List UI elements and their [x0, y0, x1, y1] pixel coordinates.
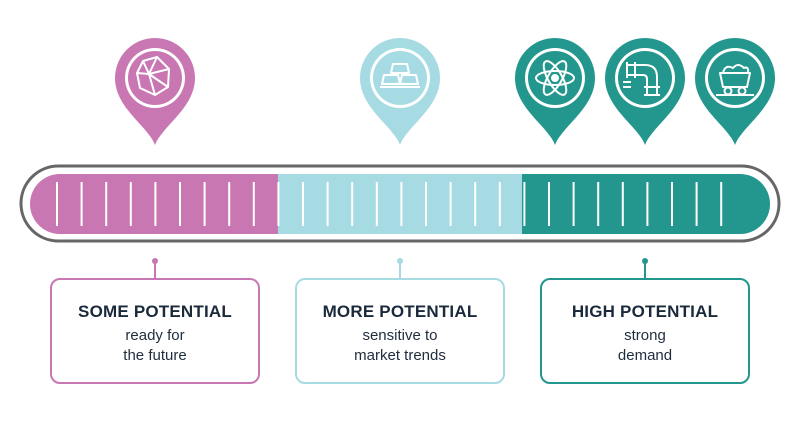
connectors — [152, 258, 648, 278]
pipes-icon — [623, 62, 660, 96]
card-description-line: strong — [624, 327, 666, 344]
card-description-line: demand — [617, 347, 673, 364]
card-some-potential: SOME POTENTIAL ready for the future — [50, 278, 260, 384]
marker-pin-cart — [695, 38, 775, 145]
card-title: HIGH POTENTIAL — [571, 302, 719, 321]
card-title: SOME POTENTIAL — [78, 302, 232, 321]
bar-segment-some — [30, 174, 278, 234]
marker-pin-pipes — [605, 38, 685, 145]
card-description-line: the future — [123, 347, 187, 364]
bar-segment-more — [278, 174, 522, 234]
potential-bar — [19, 164, 781, 243]
card-high-potential: HIGH POTENTIAL strong demand — [540, 278, 750, 384]
bar-ticks — [56, 182, 723, 226]
mine-cart-icon — [716, 64, 754, 96]
marker-pin-some — [115, 38, 195, 145]
marker-pin-more — [360, 38, 440, 145]
atom-icon — [535, 60, 575, 96]
card-title: MORE POTENTIAL — [322, 302, 478, 321]
card-description-line: ready for — [125, 327, 185, 344]
connector-dot-some — [152, 258, 158, 264]
card-description-line: sensitive to — [362, 327, 438, 344]
card-more-potential: MORE POTENTIAL sensitive to market trend… — [295, 278, 505, 384]
marker-pin-atom — [515, 38, 595, 145]
connector-dot-more — [397, 258, 403, 264]
gem-icon — [136, 56, 170, 96]
gold-bars-icon — [380, 63, 420, 88]
bar-segment-high — [522, 174, 770, 234]
connector-dot-high — [642, 258, 648, 264]
card-description-line: market trends — [354, 347, 446, 364]
